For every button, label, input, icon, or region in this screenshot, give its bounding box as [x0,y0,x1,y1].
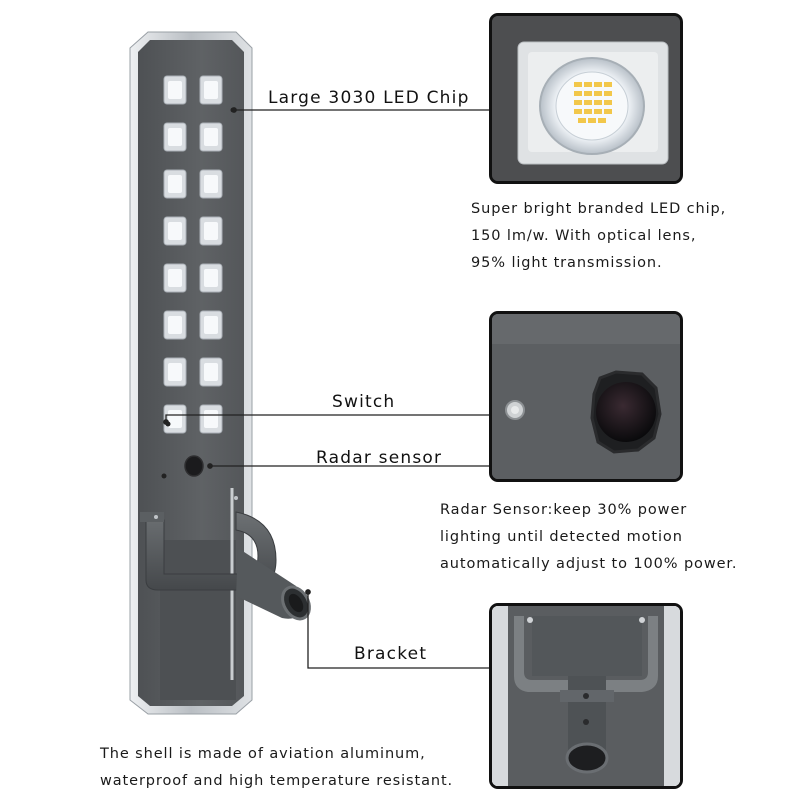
led-lens [204,222,218,240]
radar-sensor-lens [596,382,656,442]
shell-description: The shell is made of aviation aluminum, … [100,746,454,789]
led-lens [204,410,218,428]
bracket-u-clamp [514,616,658,692]
bracket-plate [160,540,236,700]
led-chip-description: Super bright branded LED chip, 150 lm/w.… [471,201,727,271]
screw-icon [161,473,167,479]
led-die-array [574,82,612,123]
led-chip-closeup [489,13,683,184]
callout-switch: Switch [332,392,396,412]
led-lens [168,81,182,99]
callout-led-chip: Large 3030 LED Chip [268,88,470,108]
callout-radar-sensor: Radar sensor [316,448,443,468]
led-lens [204,81,218,99]
led-lens [204,363,218,381]
callout-bracket: Bracket [354,644,428,664]
led-lens [168,222,182,240]
led-lens [168,269,182,287]
switch-radar-closeup [489,311,683,482]
led-lens [168,363,182,381]
led-lens [168,316,182,334]
led-lens [204,175,218,193]
led-lens [204,316,218,334]
led-lens [168,128,182,146]
led-chip-grid [163,75,223,434]
led-lens [204,128,218,146]
bracket-closeup [489,603,683,789]
radar-description: Radar Sensor:keep 30% power lighting unt… [440,502,738,572]
led-lens [168,175,182,193]
radar-sensor-window [184,455,204,477]
led-lens [204,269,218,287]
